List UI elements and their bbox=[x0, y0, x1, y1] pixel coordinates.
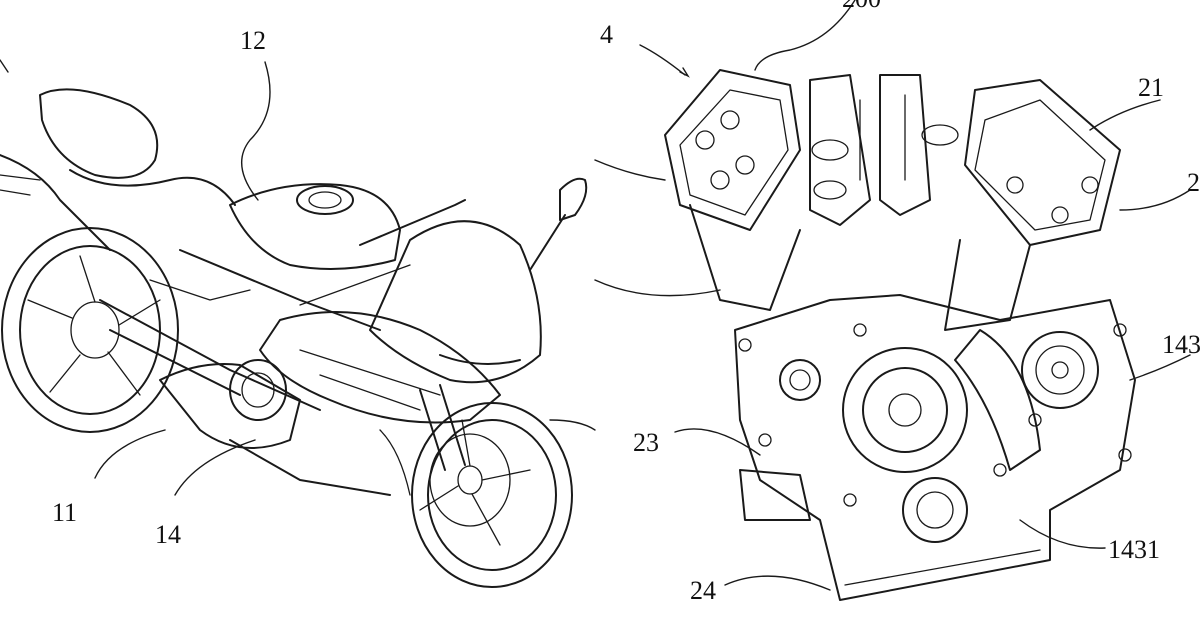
callout-24: 24 bbox=[690, 578, 716, 604]
callout-200: 200 bbox=[842, 0, 881, 12]
callout-11: 11 bbox=[52, 500, 77, 526]
callout-23: 23 bbox=[633, 430, 659, 456]
crankcase bbox=[735, 295, 1135, 600]
left-cylinder-head bbox=[665, 70, 800, 310]
callout-14: 14 bbox=[155, 522, 181, 548]
callout-4: 4 bbox=[600, 22, 613, 48]
callout-1431: 1431 bbox=[1108, 537, 1160, 563]
intake-manifold bbox=[810, 75, 958, 225]
right-cylinder-head bbox=[945, 80, 1120, 330]
callout-12: 12 bbox=[240, 28, 266, 54]
callout-2: 2 bbox=[1187, 170, 1200, 196]
callout-21: 21 bbox=[1138, 75, 1164, 101]
callout-143: 143 bbox=[1162, 332, 1200, 358]
